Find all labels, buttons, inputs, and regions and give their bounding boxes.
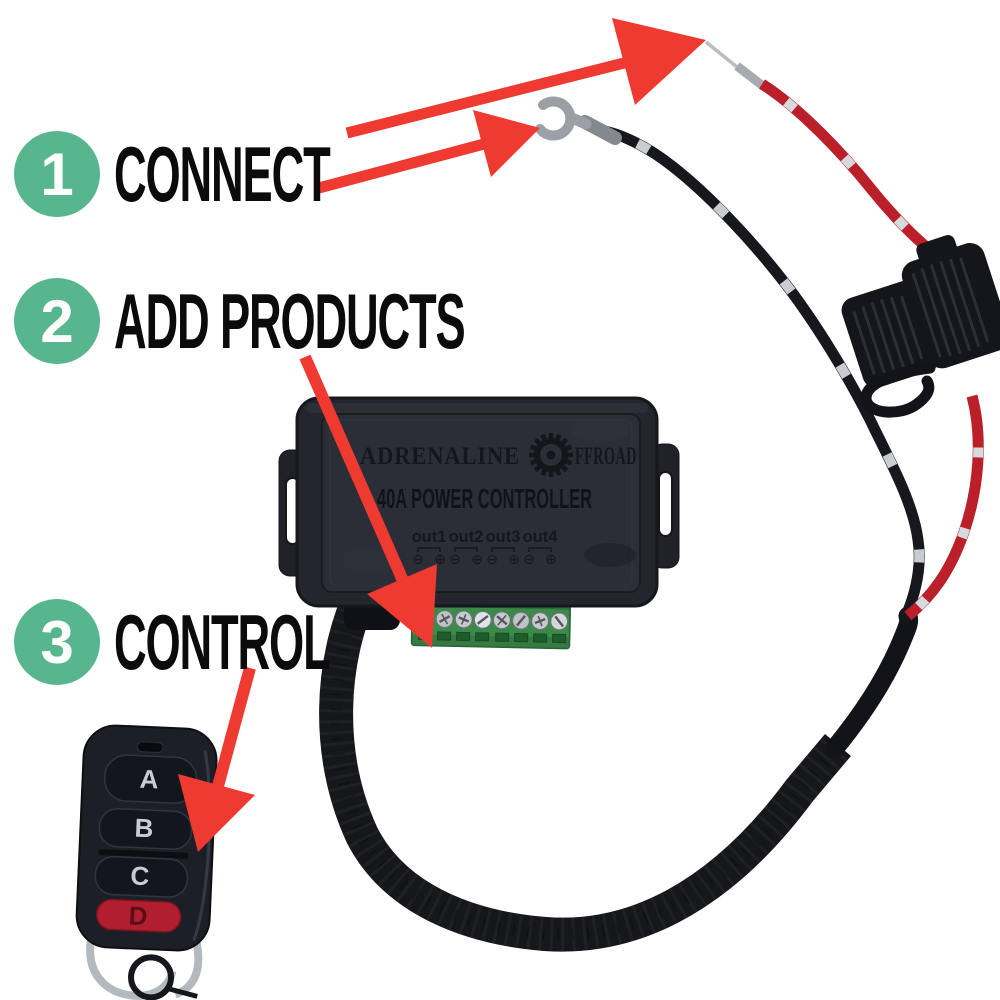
step-3: 3 CONTROL	[14, 597, 486, 686]
remote-button-b-label: B	[134, 813, 155, 844]
polarity-plus-1: ⊕	[434, 552, 446, 568]
braided-cable-body	[319, 584, 851, 952]
black-ground-wire	[535, 96, 925, 622]
polarity-plus-3: ⊕	[508, 552, 520, 568]
remote-button-a-label: A	[139, 764, 160, 795]
fuse-holder	[841, 235, 1000, 418]
remote-edge-highlight	[192, 750, 212, 941]
remote-button-d-label: D	[128, 900, 149, 931]
step-2-label: ADD PRODUCTS	[114, 276, 466, 365]
red-power-wire	[704, 40, 984, 621]
step-2-number: 2	[40, 287, 74, 355]
remote-led-slot	[136, 741, 164, 753]
connect-arrow-lower	[313, 110, 540, 195]
polarity-minus-3: ⊖	[486, 552, 498, 568]
stripped-wire-end	[704, 40, 739, 69]
control-arrow	[178, 666, 256, 852]
step-1: 1 CONNECT	[14, 129, 486, 218]
black-wire-body	[594, 124, 925, 622]
step-1-badge: 1	[14, 131, 100, 217]
remote-button-c-label: C	[130, 860, 151, 891]
step-1-label: CONNECT	[114, 129, 331, 218]
step-2: 2 ADD PRODUCTS	[14, 276, 718, 365]
remote-button-c	[94, 855, 189, 898]
heat-shrink-junction	[825, 606, 919, 758]
box-label-panel	[321, 413, 641, 593]
brand-text-ffroad: FFROAD	[575, 443, 637, 470]
red-wire-upper-stripes	[759, 79, 934, 254]
annotation-arrows	[178, 18, 706, 852]
add-products-arrow	[299, 354, 437, 648]
braid-texture	[319, 584, 851, 952]
power-controller-box: ADRENALINE FFROAD 40A POWER CONTROLLER o…	[278, 396, 680, 608]
output-label-4: out4	[523, 528, 559, 546]
connect-arrow-upper	[345, 18, 706, 139]
step-3-badge: 3	[14, 599, 100, 685]
remote-button-groove	[98, 849, 189, 859]
output-label-1: out1	[412, 528, 447, 546]
remote-button-d	[95, 898, 182, 933]
step-2-badge: 2	[14, 278, 100, 364]
step-3-label: CONTROL	[114, 597, 331, 686]
remote-control: A B C D	[75, 724, 218, 1000]
step-3-number: 3	[40, 608, 74, 676]
controller-title: 40A POWER CONTROLLER	[377, 483, 592, 514]
polarity-plus-2: ⊕	[471, 552, 483, 568]
polarity-minus-1: ⊖	[412, 552, 424, 568]
mounting-slot-right	[658, 471, 673, 537]
fuse-holder-loop	[860, 362, 936, 418]
output-label-2: out2	[449, 528, 484, 546]
wire-ferrule	[734, 62, 766, 90]
brand-text-adrenaline: ADRENALINE	[360, 443, 520, 470]
polarity-minus-4: ⊖	[523, 552, 535, 568]
red-wire-lower-stripes	[904, 394, 984, 620]
box-top-highlight	[306, 403, 648, 413]
step-1-number: 1	[40, 140, 74, 208]
remote-button-b	[98, 807, 193, 850]
braided-cable	[319, 584, 851, 952]
polarity-plus-4: ⊕	[545, 552, 557, 568]
fork-terminal	[535, 96, 622, 145]
output-label-3: out3	[486, 528, 521, 546]
polarity-brackets	[417, 547, 552, 552]
gear-icon	[529, 433, 573, 477]
polarity-minus-2: ⊖	[449, 552, 461, 568]
